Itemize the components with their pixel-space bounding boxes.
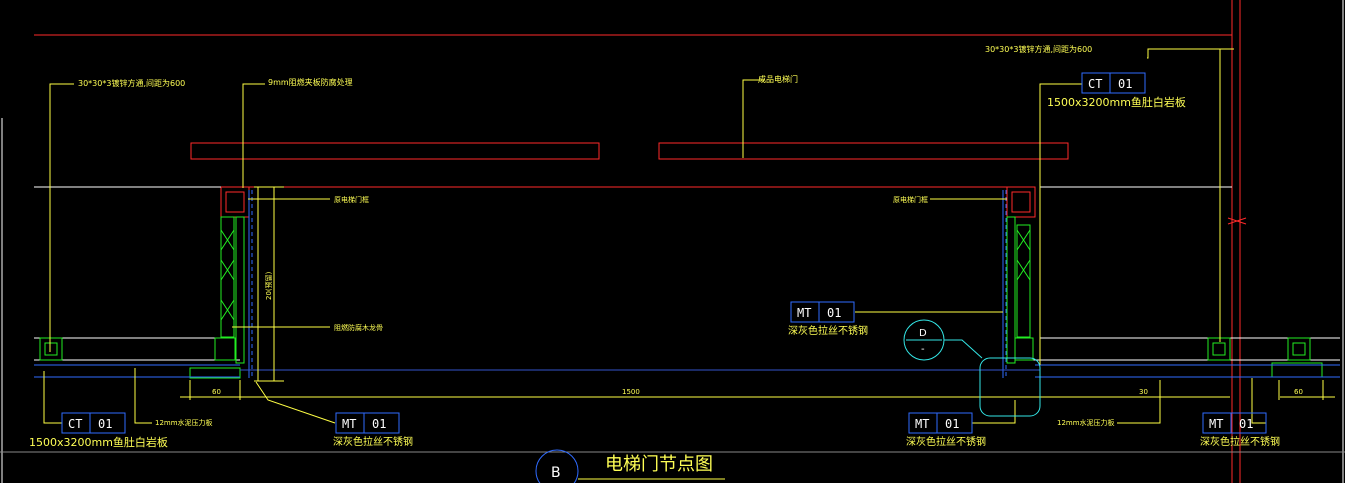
tag-code: CT — [68, 417, 82, 431]
detail-marker-bottom: - — [921, 344, 925, 355]
note-right-steel: 30*30*3镀锌方通,间距为600 — [985, 44, 1092, 54]
material-tag: MT 01 深灰色拉丝不锈钢 — [333, 412, 413, 448]
tag-description: 深灰色拉丝不锈钢 — [906, 435, 986, 448]
material-tag: CT 01 1500x3200mm鱼肚白岩板 — [29, 412, 168, 449]
tag-description: 1500x3200mm鱼肚白岩板 — [1047, 95, 1186, 109]
note-door-frame-left: 原电梯门框 — [334, 195, 369, 204]
door-header-left — [190, 142, 600, 160]
detail-bubble — [979, 357, 1041, 417]
material-tag: MT 01 深灰色拉丝不锈钢 — [906, 412, 986, 448]
dim-1500: 1500 — [622, 388, 640, 396]
detail-marker-top: D — [919, 328, 927, 339]
tag-number: 01 — [1239, 417, 1253, 431]
tag-number: 01 — [827, 306, 841, 320]
cyan-detail-callout — [903, 319, 1041, 417]
material-tag: CT 01 1500x3200mm鱼肚白岩板 — [1047, 72, 1186, 109]
note-elevator-door: 成品电梯门 — [758, 74, 798, 84]
section-circle — [535, 449, 579, 483]
tag-number: 01 — [98, 417, 112, 431]
tag-code: MT — [1209, 417, 1223, 431]
notes-layer: 30*30*3镀锌方通,间距为600 30*30*3镀锌方通,间距为600 9m… — [78, 44, 1303, 427]
tag-description: 1500x3200mm鱼肚白岩板 — [29, 435, 168, 449]
dim-30: 30 — [1139, 388, 1148, 396]
blue-details — [34, 190, 1340, 378]
green-wall-assemblies — [39, 216, 1323, 379]
section-marker: B — [551, 465, 561, 481]
note-cement-left: 12mm水泥压力板 — [155, 418, 213, 427]
tag-code: MT — [342, 417, 356, 431]
note-keel: 阻燃防腐木龙骨 — [334, 323, 383, 332]
material-tag: MT 01 深灰色拉丝不锈钢 — [1200, 412, 1280, 448]
door-header-right — [658, 142, 1069, 160]
dim-60-right: 60 — [1294, 388, 1303, 396]
note-left-steel: 30*30*3镀锌方通,间距为600 — [78, 78, 185, 88]
tag-description: 深灰色拉丝不锈钢 — [788, 324, 868, 337]
material-tag: MT 01 深灰色拉丝不锈钢 — [788, 301, 868, 337]
tag-number: 01 — [945, 417, 959, 431]
tag-description: 深灰色拉丝不锈钢 — [333, 435, 413, 448]
drawing-title: B 电梯门节点图 — [535, 449, 725, 483]
note-cement-right: 12mm水泥压力板 — [1057, 418, 1115, 427]
note-door-frame-right: 原电梯门框 — [893, 195, 928, 204]
dim-60-left: 60 — [212, 388, 221, 396]
tag-number: 01 — [372, 417, 386, 431]
note-board: 9mm阻燃夹板防腐处理 — [268, 77, 353, 87]
tag-description: 深灰色拉丝不锈钢 — [1200, 435, 1280, 448]
tag-code: CT — [1088, 77, 1102, 91]
tag-code: MT — [797, 306, 811, 320]
red-structure — [34, 0, 1247, 483]
tag-number: 01 — [1118, 77, 1132, 91]
vertical-dimension: 20(预留) — [264, 271, 273, 300]
page-title: 电梯门节点图 — [605, 454, 713, 475]
yellow-leaders — [43, 48, 1335, 424]
tag-code: MT — [915, 417, 929, 431]
